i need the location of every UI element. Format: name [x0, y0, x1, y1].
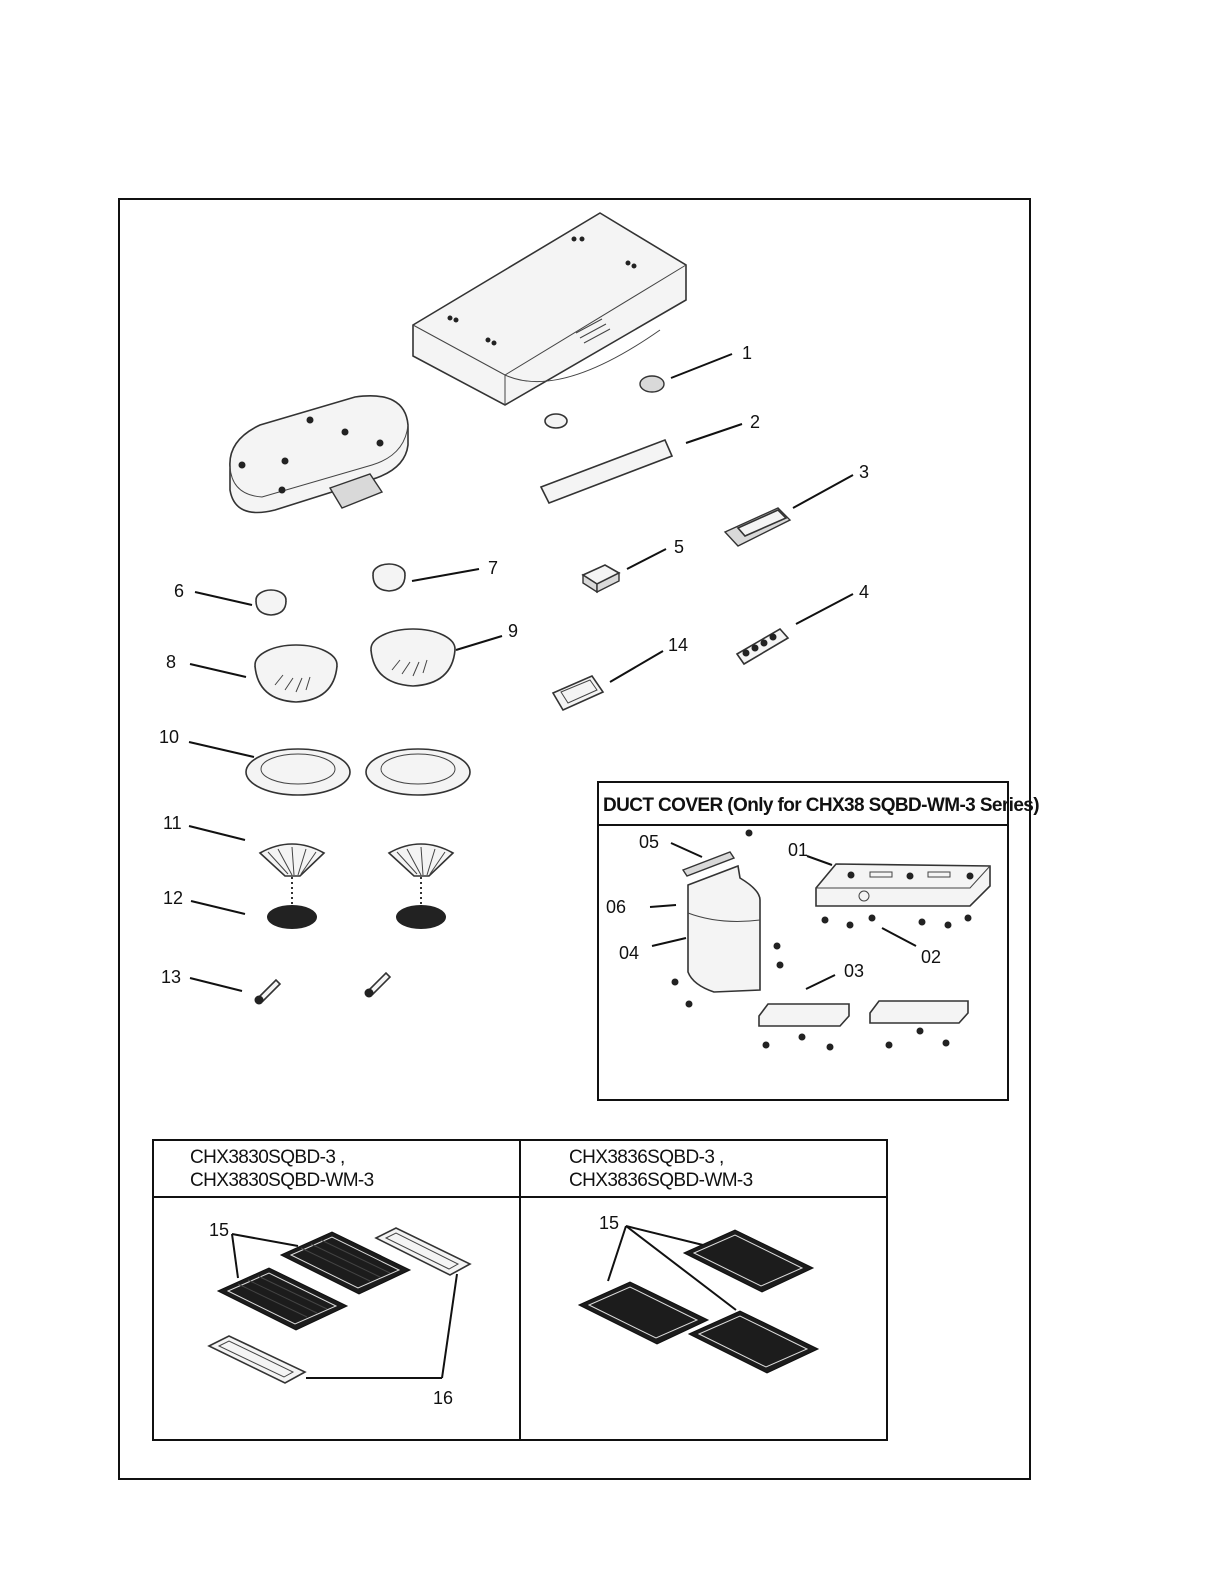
duct-screws-02	[822, 915, 971, 946]
label-d06: 06	[606, 897, 626, 917]
label-d03: 03	[844, 961, 864, 981]
duct-cover-chimney	[650, 830, 783, 1007]
part-13-bolt	[190, 973, 390, 1004]
label-8: 8	[166, 652, 176, 672]
label-1: 1	[742, 343, 752, 363]
right-model-line1: CHX3836SQBD-3 ,	[569, 1147, 724, 1168]
label-9: 9	[508, 621, 518, 641]
left-model-line2: CHX3830SQBD-WM-3	[190, 1170, 374, 1191]
duct-bracket-01	[807, 856, 990, 906]
label-10: 10	[159, 727, 179, 747]
label-d02: 02	[921, 947, 941, 967]
part-7-motor	[373, 564, 479, 591]
label-11: 11	[163, 813, 182, 833]
part-11-fan	[189, 826, 453, 876]
part-5-box	[583, 549, 666, 592]
label-4: 4	[859, 582, 869, 602]
label-14: 14	[668, 635, 688, 655]
label-15-right: 15	[599, 1213, 619, 1233]
label-2: 2	[750, 412, 760, 432]
blower-housing	[230, 396, 408, 513]
hood-body	[413, 213, 686, 405]
duct-brackets-03	[759, 975, 968, 1050]
part-4-terminal-block	[737, 594, 853, 664]
label-3: 3	[859, 462, 869, 482]
duct-cover-panel	[598, 782, 1008, 1100]
label-5: 5	[674, 537, 684, 557]
label-6: 6	[174, 581, 184, 601]
label-16: 16	[433, 1388, 453, 1408]
left-model-line1: CHX3830SQBD-3 ,	[190, 1147, 345, 1168]
label-d04: 04	[619, 943, 639, 963]
part-3-switch-housing	[725, 475, 853, 546]
label-13: 13	[161, 967, 181, 987]
label-d01: 01	[788, 840, 808, 860]
right-model-line2: CHX3836SQBD-WM-3	[569, 1170, 753, 1191]
part-14-module	[553, 651, 663, 710]
label-7: 7	[488, 558, 498, 578]
left-grease-filters	[218, 1232, 410, 1330]
label-12: 12	[163, 888, 183, 908]
right-grease-filters	[579, 1226, 818, 1373]
label-15-left: 15	[209, 1220, 229, 1240]
duct-cover-title: DUCT COVER (Only for CHX38 SQBD-WM-3 Ser…	[603, 795, 1039, 816]
part-10-venturi-ring	[189, 742, 470, 795]
part-8-blower-wheel	[190, 645, 337, 702]
label-d05: 05	[639, 832, 659, 852]
part-6-motor	[195, 590, 286, 615]
part-2-lens	[541, 424, 742, 503]
part-12-mesh	[191, 877, 446, 929]
part-9-blower-wheel	[371, 629, 502, 686]
